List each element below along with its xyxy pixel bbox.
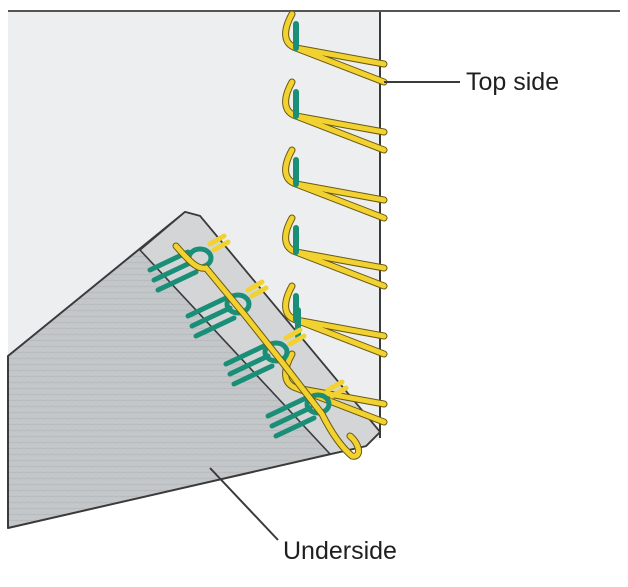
looper-tick bbox=[325, 379, 345, 393]
needle-loop bbox=[224, 292, 252, 316]
needle-bar bbox=[231, 363, 275, 387]
needle-bar bbox=[273, 415, 317, 439]
looper-chain bbox=[173, 243, 361, 459]
needle-bar bbox=[155, 269, 199, 293]
needle-bar bbox=[193, 315, 237, 339]
looper-tick bbox=[249, 285, 269, 299]
needle-bar bbox=[223, 343, 267, 367]
looper-tick bbox=[287, 333, 307, 347]
needle-bar bbox=[189, 305, 233, 329]
underside-label: Underside bbox=[283, 537, 397, 565]
underside-leader-line bbox=[209, 467, 279, 541]
top-side-label: Top side bbox=[466, 68, 560, 96]
needle-bar bbox=[227, 353, 271, 377]
chain-stitch-underside bbox=[147, 233, 362, 460]
needle-bar bbox=[269, 405, 313, 429]
looper-tick bbox=[207, 233, 227, 247]
looper-tick bbox=[211, 239, 231, 253]
needle-bar bbox=[265, 395, 309, 419]
looper-tick bbox=[329, 385, 349, 399]
needle-bar bbox=[151, 259, 195, 283]
needle-loop bbox=[262, 340, 290, 364]
needle-bar bbox=[185, 295, 229, 319]
looper-tick bbox=[283, 327, 303, 341]
looper-tick bbox=[245, 279, 265, 293]
